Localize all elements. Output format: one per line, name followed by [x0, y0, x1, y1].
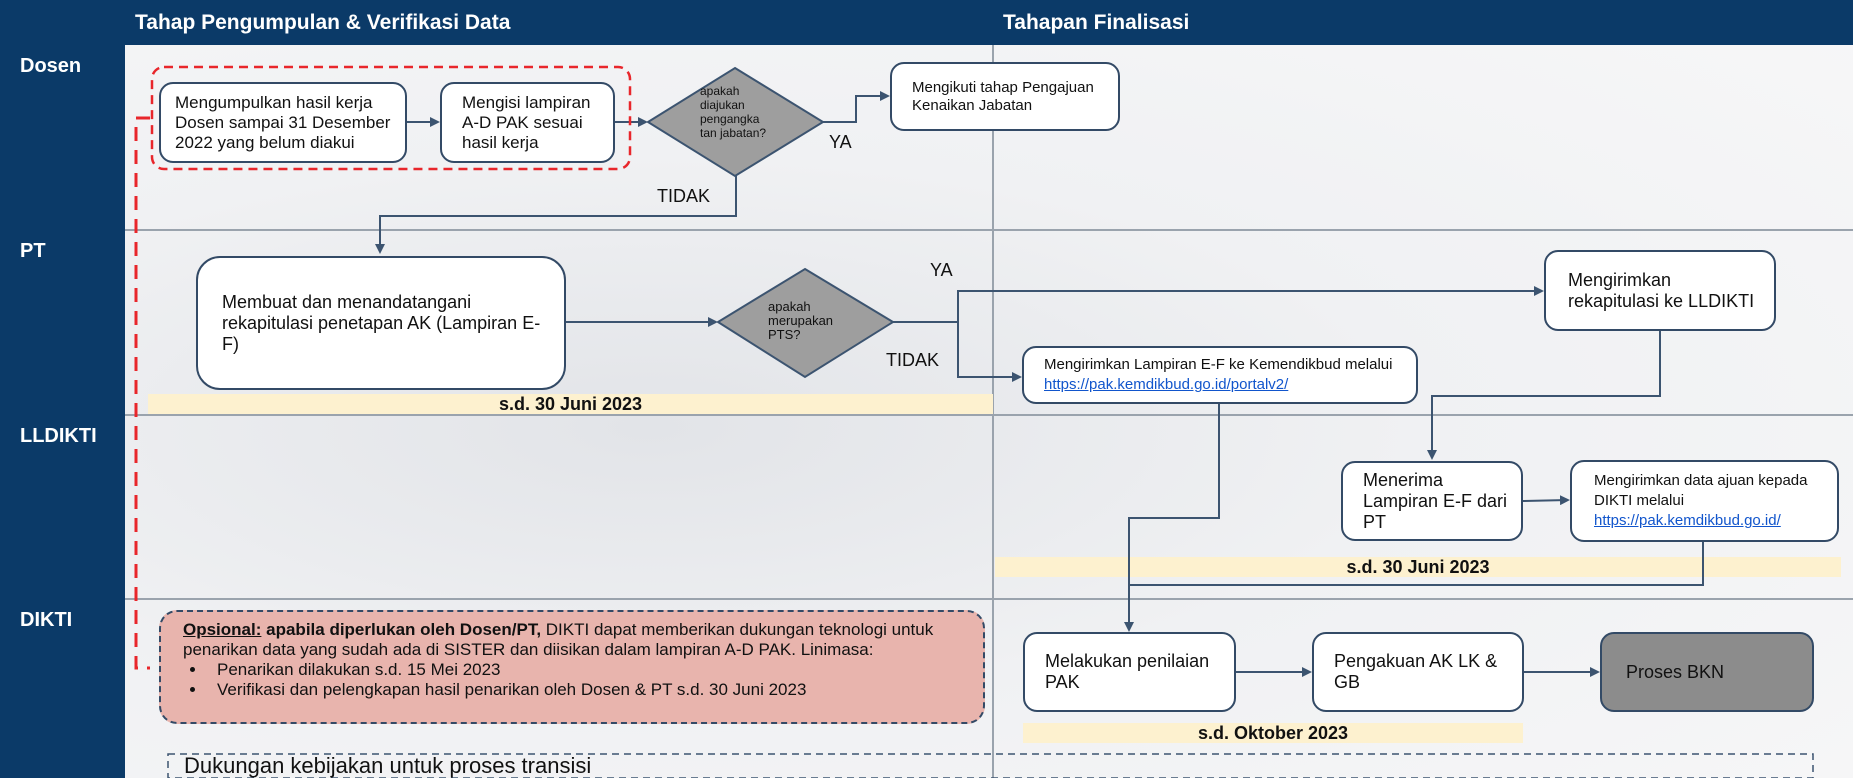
phase-divider [992, 45, 994, 778]
lane-dosen: Dosen [0, 45, 125, 230]
header-phase2: Tahapan Finalisasi [993, 0, 1853, 45]
lane-lldikti: LLDIKTI [0, 415, 125, 599]
dikti-recognition-box: Pengakuan AK LK & GB [1312, 632, 1524, 712]
dosen-step1-text: Mengumpulkan hasil kerja Dosen sampai 31… [175, 92, 391, 152]
red-dashed-bracket [134, 116, 150, 670]
arrow-decision-yes [823, 91, 890, 123]
arrow-pts-yes [893, 286, 1544, 323]
dosen-step2-box: Mengisi lampiran A-D PAK sesuai hasil ke… [440, 82, 615, 163]
dosen-yes-result-text: Mengikuti tahap Pengajuan Kenaikan Jabat… [912, 78, 1094, 114]
lane-divider [125, 229, 1853, 231]
deadline-lldikti: s.d. 30 Juni 2023 [995, 557, 1841, 577]
dikti-optional-text: DIKTI dapat memberikan dukungan teknolog… [183, 620, 934, 659]
dosen-yes-label: YA [829, 132, 852, 152]
header-phase1: Tahap Pengumpulan & Verifikasi Data [125, 0, 993, 45]
arrow-kemendikbud-down [1124, 404, 1220, 632]
pt-no-label: TIDAK [886, 350, 940, 370]
pt-send-lldikti-box: Mengirimkan rekapitulasi ke LLDIKTI [1544, 250, 1776, 331]
decision-diamond-pt [716, 267, 895, 379]
dosen-decision-text: apakah diajukan pengangka tan jabatan? [700, 84, 767, 140]
pt-step-text: Membuat dan menandatangani rekapitulasi … [222, 291, 541, 354]
lane-divider [125, 598, 1853, 600]
dikti-optional-box: Opsional: apabila diperlukan oleh Dosen/… [159, 610, 985, 724]
dikti-optional-paragraph: Opsional: apabila diperlukan oleh Dosen/… [183, 620, 969, 660]
dikti-assess-box: Melakukan penilaian PAK [1023, 632, 1236, 712]
dosen-no-label: TIDAK [657, 186, 711, 206]
deadline-pt: s.d. 30 Juni 2023 [148, 394, 993, 414]
pt-decision-text: apakah merupakan PTS? [768, 299, 834, 342]
policy-support-outline [167, 753, 1814, 778]
deadline-dikti: s.d. Oktober 2023 [1023, 723, 1523, 743]
lldikti-send-link[interactable]: https://pak.kemdikbud.go.id/ [1594, 512, 1781, 529]
policy-support-text: Dukungan kebijakan untuk proses transisi [184, 753, 592, 778]
lldikti-receive-text: Menerima Lampiran E-F dari PT [1363, 469, 1508, 532]
arrow-pts-no [957, 322, 1022, 382]
lane-divider [125, 414, 1853, 416]
dikti-timeline-list: Penarikan dilakukan s.d. 15 Mei 2023 Ver… [183, 660, 969, 700]
pt-send-lldikti-text: Mengirimkan rekapitulasi ke LLDIKTI [1568, 269, 1755, 311]
lldikti-send-text: Mengirimkan data ajuan kepada DIKTI mela… [1594, 472, 1808, 509]
dosen-step2-text: Mengisi lampiran A-D PAK sesuai hasil ke… [462, 92, 591, 152]
lane-pt: PT [0, 230, 125, 415]
lane-dikti: DIKTI [0, 599, 125, 778]
header-corner [0, 0, 125, 45]
arrow-lldikti-down [1427, 331, 1661, 460]
lldikti-send-box: Mengirimkan data ajuan kepada DIKTI mela… [1570, 460, 1839, 542]
lldikti-receive-box: Menerima Lampiran E-F dari PT [1341, 461, 1523, 541]
pt-step-box: Membuat dan menandatangani rekapitulasi … [196, 256, 566, 390]
lldikti-send-content: Mengirimkan data ajuan kepada DIKTI mela… [1594, 471, 1827, 531]
arrow-receive-send [1522, 495, 1570, 506]
dikti-recognition-text: Pengakuan AK LK & GB [1334, 651, 1498, 692]
dikti-assess-text: Melakukan penilaian PAK [1045, 651, 1210, 692]
pt-send-kemendikbud-text: Mengirimkan Lampiran E-F ke Kemendikbud … [1044, 356, 1393, 373]
arrow-lldikti-to-dikti [1129, 542, 1704, 586]
dikti-timeline-item: Verifikasi dan pelengkapan hasil penarik… [207, 680, 969, 700]
dosen-yes-result-box: Mengikuti tahap Pengajuan Kenaikan Jabat… [890, 62, 1120, 131]
arrow-decision-no [375, 176, 737, 254]
dikti-timeline-item: Penarikan dilakukan s.d. 15 Mei 2023 [207, 660, 969, 680]
dosen-step1-box: Mengumpulkan hasil kerja Dosen sampai 31… [159, 82, 407, 163]
dikti-bkn-box: Proses BKN [1600, 632, 1814, 712]
decision-diamond-dosen [646, 66, 825, 178]
pt-send-kemendikbud-content: Mengirimkan Lampiran E-F ke Kemendikbud … [1044, 355, 1406, 395]
dikti-optional-bold: apabila diperlukan oleh Dosen/PT, [266, 620, 542, 639]
dikti-optional-label: Opsional: [183, 620, 262, 639]
dosen-group-outline [150, 65, 632, 171]
pt-yes-label: YA [930, 260, 953, 280]
dikti-bkn-text: Proses BKN [1626, 661, 1725, 682]
pt-send-kemendikbud-box: Mengirimkan Lampiran E-F ke Kemendikbud … [1022, 346, 1418, 404]
pt-kemendikbud-link[interactable]: https://pak.kemdikbud.go.id/portalv2/ [1044, 376, 1289, 393]
